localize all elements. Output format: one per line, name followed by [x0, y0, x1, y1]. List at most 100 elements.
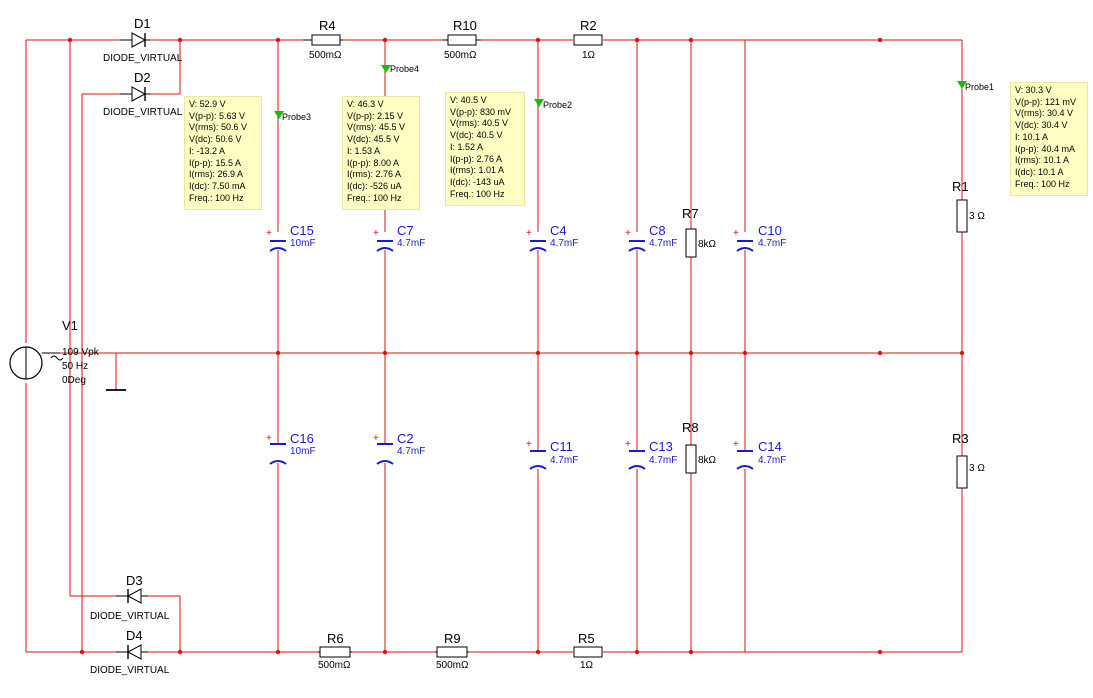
- cap-plus: +: [266, 433, 272, 444]
- cap-plus: +: [733, 439, 739, 450]
- probe-reading: Freq.: 100 Hz: [347, 192, 402, 203]
- probe2-marker[interactable]: Probe2: [534, 99, 572, 110]
- source-frequency: 50 Hz: [62, 361, 88, 372]
- capacitor-c8[interactable]: + C8 4.7mF: [625, 223, 677, 252]
- capacitor-value: 10mF: [290, 446, 316, 457]
- capacitor-c10[interactable]: + C10 4.7mF: [733, 223, 786, 252]
- resistor-r10[interactable]: R10 500mΩ: [443, 18, 481, 61]
- diode-label: D4: [126, 628, 143, 643]
- capacitor-label: C13: [649, 439, 673, 454]
- diode-label: D2: [134, 70, 151, 85]
- probe-reading: Freq.: 100 Hz: [189, 192, 244, 203]
- probe1-marker[interactable]: Probe1: [957, 81, 994, 92]
- diode-d3[interactable]: D3 DIODE_VIRTUAL: [90, 573, 170, 622]
- probe4-readout: V: 46.3 V V(p-p): 2.15 V V(rms): 45.5 V …: [342, 96, 420, 210]
- resistor-r3[interactable]: R3 3 Ω: [952, 431, 985, 489]
- ac-voltage-source-v1[interactable]: V1 109 Vpk 50 Hz 0Deg: [9, 318, 100, 386]
- probe-reading: V(dc): 45.5 V: [347, 134, 400, 145]
- capacitor-label: C8: [649, 223, 666, 238]
- diode-d2[interactable]: D2 DIODE_VIRTUAL: [103, 70, 183, 118]
- capacitor-value: 4.7mF: [758, 238, 786, 249]
- probe-reading: V(rms): 45.5 V: [347, 122, 406, 133]
- probe-reading: V(p-p): 830 mV: [450, 106, 512, 117]
- probe-reading: V: 52.9 V: [189, 99, 226, 109]
- diode-d4[interactable]: D4 DIODE_VIRTUAL: [90, 628, 170, 676]
- capacitor-label: C10: [758, 223, 782, 238]
- resistor-r5[interactable]: R5 1Ω: [573, 631, 603, 671]
- resistor-r2[interactable]: R2 1Ω: [573, 18, 603, 61]
- resistor-r8[interactable]: R8 8kΩ: [682, 420, 717, 474]
- resistor-value: 500mΩ: [309, 50, 342, 61]
- resistor-r4[interactable]: R4 500mΩ: [303, 18, 343, 61]
- probe-reading: I(rms): 1.01 A: [450, 165, 505, 176]
- probe-reading: V(dc): 40.5 V: [450, 130, 503, 141]
- probe3-marker[interactable]: Probe3: [274, 111, 311, 122]
- capacitor-value: 4.7mF: [397, 446, 425, 457]
- resistor-label: R3: [952, 431, 969, 446]
- resistor-label: R8: [682, 420, 699, 435]
- resistor-value: 8kΩ: [698, 239, 717, 250]
- capacitor-c4[interactable]: + C4 4.7mF: [526, 223, 578, 252]
- resistor-r7[interactable]: R7 8kΩ: [682, 206, 717, 258]
- diode-model: DIODE_VIRTUAL: [103, 53, 183, 64]
- probe-reading: I(p-p): 2.76 A: [450, 153, 503, 164]
- capacitor-label: C4: [550, 223, 567, 238]
- probe-reading: I(rms): 2.76 A: [347, 169, 402, 180]
- capacitor-c14[interactable]: + C14 4.7mF: [733, 439, 786, 470]
- probe2-readout: V: 40.5 V V(p-p): 830 mV V(rms): 40.5 V …: [445, 92, 525, 206]
- capacitor-c15[interactable]: + C15 10mF: [266, 223, 316, 252]
- probe-reading: V(rms): 50.6 V: [189, 122, 248, 133]
- capacitor-c13[interactable]: + C13 4.7mF: [625, 439, 677, 470]
- probe-reading: I(dc): 10.1 A: [1015, 166, 1064, 177]
- probe-reading: V(dc): 50.6 V: [189, 134, 242, 145]
- resistor-label: R4: [319, 18, 336, 33]
- resistor-value: 3 Ω: [969, 463, 985, 474]
- probe-reading: Freq.: 100 Hz: [450, 188, 505, 199]
- probe-reading: I(p-p): 15.5 A: [189, 157, 242, 168]
- resistor-value: 1Ω: [582, 50, 596, 61]
- probe-reading: V(rms): 40.5 V: [450, 118, 509, 129]
- capacitor-value: 4.7mF: [649, 455, 677, 466]
- junction-dots: [67, 37, 965, 655]
- capacitor-value: 4.7mF: [397, 238, 425, 249]
- resistor-value: 500mΩ: [436, 660, 469, 671]
- probe4-marker[interactable]: Probe4: [381, 64, 419, 74]
- probe-reading: V: 30.3 V: [1015, 85, 1052, 95]
- probe-reading: V(rms): 30.4 V: [1015, 108, 1074, 119]
- diode-model: DIODE_VIRTUAL: [90, 665, 170, 676]
- resistor-value: 3 Ω: [969, 211, 985, 222]
- probe-reading: V: 46.3 V: [347, 99, 384, 109]
- probe-reading: I(dc): -143 uA: [450, 176, 505, 187]
- capacitor-value: 4.7mF: [758, 455, 786, 466]
- capacitor-c7[interactable]: + C7 4.7mF: [373, 223, 425, 252]
- capacitor-value: 4.7mF: [550, 455, 578, 466]
- capacitor-c11[interactable]: + C11 4.7mF: [526, 439, 578, 470]
- capacitor-label: C15: [290, 223, 314, 238]
- probe3-readout: V: 52.9 V V(p-p): 5.63 V V(rms): 50.6 V …: [184, 96, 262, 210]
- probe-name: Probe3: [282, 112, 311, 122]
- cap-plus: +: [266, 228, 272, 239]
- resistor-r6[interactable]: R6 500mΩ: [318, 631, 352, 671]
- capacitor-c2[interactable]: + C2 4.7mF: [373, 431, 425, 465]
- probe1-readout: V: 30.3 V V(p-p): 121 mV V(rms): 30.4 V …: [1010, 82, 1088, 196]
- resistor-r1[interactable]: R1 3 Ω: [952, 179, 985, 233]
- capacitor-label: C16: [290, 431, 314, 446]
- probe-reading: I(rms): 10.1 A: [1015, 155, 1070, 166]
- probe-reading: I(dc): -526 uA: [347, 180, 402, 191]
- probe-reading: I(p-p): 8.00 A: [347, 157, 400, 168]
- cap-plus: +: [373, 228, 379, 239]
- resistor-r9[interactable]: R9 500mΩ: [435, 631, 469, 671]
- resistor-label: R9: [444, 631, 461, 646]
- probe-reading: I(p-p): 40.4 mA: [1015, 143, 1076, 154]
- capacitor-c16[interactable]: + C16 10mF: [266, 431, 316, 465]
- probe-reading: V: 40.5 V: [450, 95, 487, 105]
- diode-label: D1: [134, 16, 151, 31]
- probe-name: Probe4: [390, 64, 419, 74]
- resistor-value: 500mΩ: [318, 660, 351, 671]
- capacitor-value: 4.7mF: [550, 238, 578, 249]
- diode-model: DIODE_VIRTUAL: [103, 107, 183, 118]
- probe-reading: I: -13.2 A: [189, 145, 226, 156]
- diode-d1[interactable]: D1 DIODE_VIRTUAL: [103, 16, 183, 64]
- probe-name: Probe2: [543, 100, 572, 110]
